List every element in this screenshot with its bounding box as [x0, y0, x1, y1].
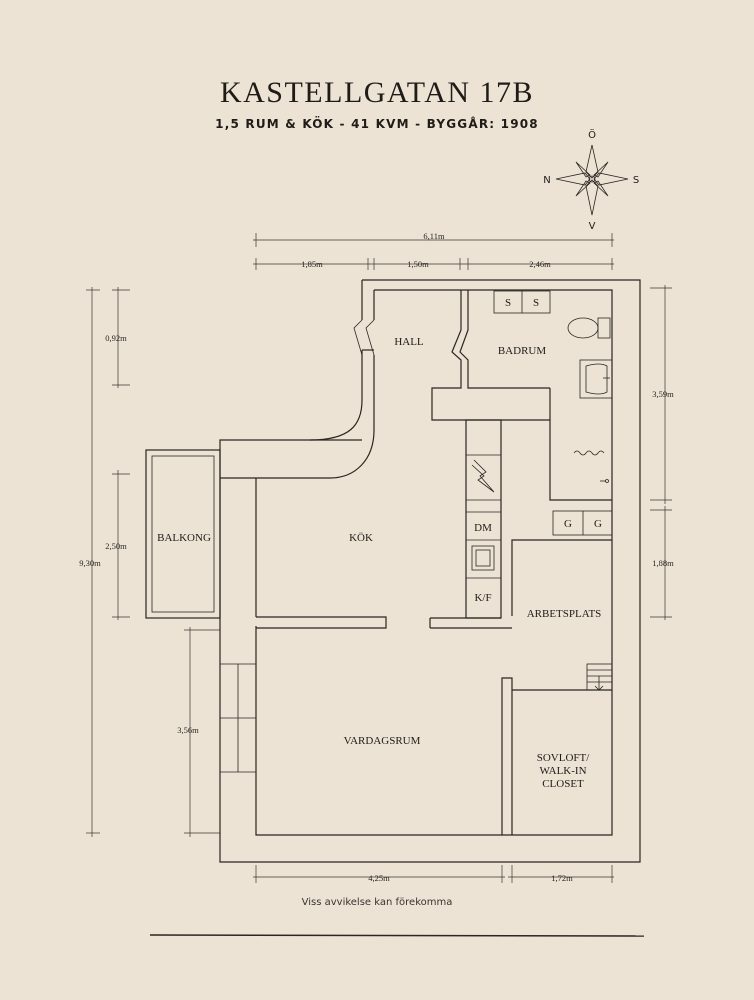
compass-east-label: S [633, 175, 639, 186]
hall-walls [309, 319, 375, 479]
footnote: Viss avvikelse kan förekomma [301, 897, 453, 908]
top-dimensions: 6,11m 1,85m 1,50m 2,46m [253, 231, 614, 270]
room-sovloft-line2: WALK-IN [539, 765, 586, 777]
dim-top-right: 2,46m [529, 259, 551, 269]
compass-rose-icon: Ö N S V [543, 128, 639, 232]
bottom-dimensions: 4,25m 1,72m [253, 865, 614, 883]
balcony [145, 449, 256, 619]
fixture-s1: S [505, 297, 511, 309]
living-windows [220, 663, 256, 773]
page-title: KASTELLGATAN 17B [219, 76, 535, 109]
room-kok: KÖK [349, 532, 373, 544]
sink-units: S S [493, 290, 551, 314]
room-arbetsplats: ARBETSPLATS [527, 608, 602, 620]
dim-top-mid: 1,50m [407, 259, 429, 269]
right-dimensions: 3,59m 1,88m [650, 285, 674, 620]
toilet-icon [567, 317, 611, 339]
arbetsplats-walls [429, 539, 612, 629]
page-subtitle: 1,5 RUM & KÖK - 41 KVM - BYGGÅR: 1908 [215, 117, 539, 131]
left-dimensions: 9,30m 0,92m 2,50m 3,56m [79, 287, 220, 837]
bottom-rule [149, 934, 645, 937]
washbasin-icon [579, 359, 613, 399]
dim-right-lower: 1,88m [652, 558, 674, 568]
dim-left-lower: 3,56m [177, 725, 199, 735]
room-sovloft-line1: SOVLOFT/ [537, 752, 591, 764]
compass-south-label: V [589, 221, 596, 232]
kitchen-counter [465, 419, 502, 619]
fixture-g2: G [594, 518, 602, 530]
dim-left-upper: 0,92m [105, 333, 127, 343]
dim-top-total: 6,11m [423, 231, 445, 241]
stairs-icon [586, 663, 613, 691]
room-balkong: BALKONG [157, 532, 211, 544]
dim-bottom-left: 4,25m [368, 873, 390, 883]
bathroom-walls [431, 290, 612, 501]
dim-bottom-right: 1,72m [551, 873, 573, 883]
dim-top-left: 1,85m [301, 259, 323, 269]
fixture-kf: K/F [474, 592, 491, 604]
appliance-units: G G [552, 510, 613, 536]
dim-left-total: 9,30m [79, 558, 101, 568]
room-badrum: BADRUM [498, 345, 547, 357]
fixture-g1: G [564, 518, 572, 530]
compass-north-label: Ö [588, 128, 596, 141]
room-vardagsrum: VARDAGSRUM [344, 735, 421, 747]
fixture-s2: S [533, 297, 539, 309]
kitchen-living-wall [256, 616, 387, 629]
fixture-dm: DM [474, 522, 492, 534]
compass-west-label: N [543, 175, 550, 186]
dim-right-upper: 3,59m [652, 389, 674, 399]
room-sovloft-line3: CLOSET [542, 778, 584, 790]
room-hall: HALL [394, 336, 424, 348]
dim-left-balcony: 2,50m [105, 541, 127, 551]
shower-curtain-icon [573, 450, 609, 483]
